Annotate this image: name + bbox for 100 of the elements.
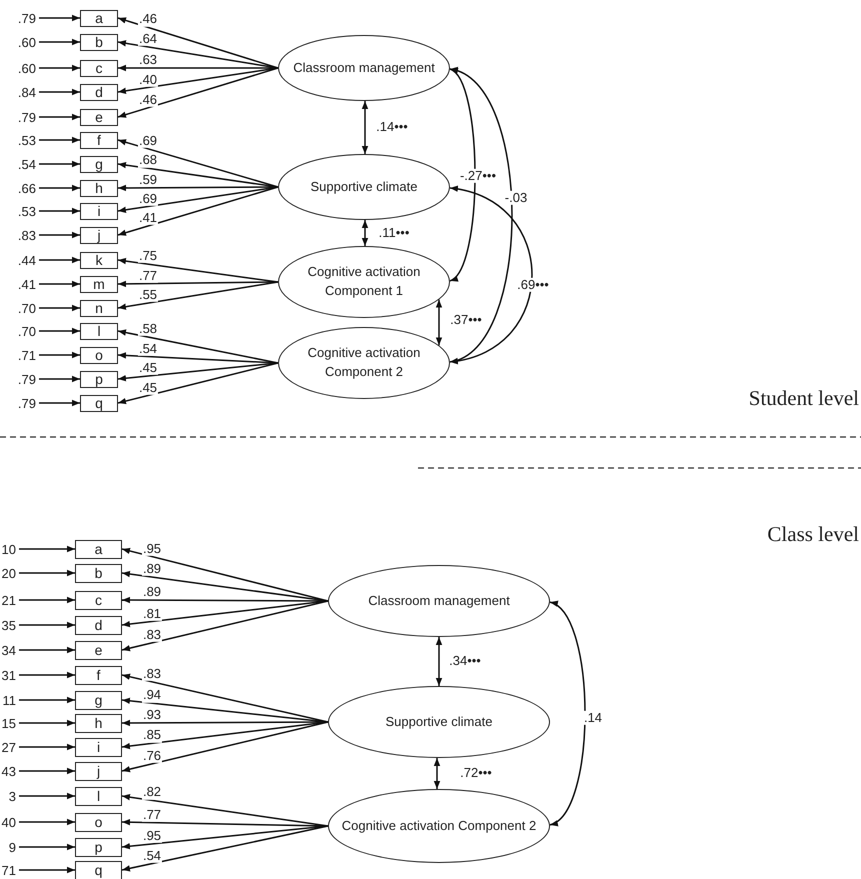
indicator-box [80, 132, 118, 148]
indicator-label: b [95, 34, 103, 50]
indicator-label: g [94, 692, 102, 708]
edge-label: .63 [138, 52, 158, 68]
arrow [118, 67, 278, 118]
arrow [118, 362, 278, 404]
indicator-box [75, 616, 122, 634]
indicator-label: c [95, 592, 102, 608]
edge-label: .95 [142, 541, 162, 556]
edge-label: .69••• [516, 278, 550, 292]
indicator-label: n [95, 300, 103, 316]
level-label: Class level [767, 522, 859, 547]
arrow [39, 88, 80, 96]
variance-value: .79 [18, 110, 36, 124]
indicator-label: q [94, 862, 102, 878]
edge-label: .54 [142, 848, 162, 863]
indicator-label: p [95, 371, 103, 387]
edge-label: .55 [138, 288, 158, 302]
edge-label: .89 [142, 585, 162, 600]
latent-name: Classroom management [293, 58, 435, 77]
edge-label: .93 [142, 708, 162, 722]
indicator-label: f [96, 667, 100, 683]
variance-value: .83 [18, 228, 36, 242]
variance-value: .84 [18, 84, 36, 100]
variance-value: 35 [2, 618, 16, 632]
edge-label: .40 [138, 72, 158, 87]
arrow [118, 186, 278, 236]
variance-value: 43 [2, 764, 16, 778]
arrow [122, 818, 328, 827]
indicator-box [80, 180, 118, 196]
arrow [19, 744, 75, 750]
indicator-label: f [97, 132, 101, 148]
variance-value: .53 [18, 204, 36, 218]
indicator-label: i [96, 739, 100, 755]
arrow [39, 114, 80, 120]
indicator-box [80, 156, 118, 172]
arrow [19, 818, 75, 826]
edge-label: .94 [142, 688, 162, 702]
indicator-label: j [97, 227, 101, 243]
variance-value: 31 [2, 668, 16, 682]
indicator-box [75, 714, 122, 732]
arrow [122, 600, 328, 652]
arrow [39, 184, 80, 192]
arrow [19, 646, 75, 654]
variance-value: 11 [2, 692, 16, 708]
indicator-label: m [93, 276, 105, 292]
variance-value: .44 [18, 252, 36, 268]
indicator-box [75, 564, 122, 582]
indicator-box [80, 300, 118, 316]
arrow [19, 570, 75, 576]
edge-label: .77 [142, 807, 162, 822]
correlation-arrow [362, 101, 368, 154]
indicator-box [80, 276, 118, 292]
arrow [19, 792, 75, 800]
indicator-box [75, 540, 122, 558]
arrow [39, 352, 80, 358]
variance-value: 10 [2, 542, 16, 556]
indicator-label: c [96, 60, 102, 76]
arrow [39, 280, 80, 288]
arrow [39, 136, 80, 144]
edge-label: .69 [138, 191, 158, 206]
indicator-box [80, 10, 118, 26]
indicator-box [75, 812, 122, 832]
variance-value: .66 [18, 180, 36, 196]
indicator-label: a [95, 10, 103, 26]
arrow [39, 64, 80, 72]
arrow [19, 596, 75, 604]
indicator-label: b [94, 565, 102, 581]
variance-value: .54 [18, 156, 36, 172]
indicator-label: e [95, 109, 103, 125]
edge-label: .46 [138, 12, 158, 27]
indicator-label: e [94, 642, 102, 658]
level-label: Student level [748, 386, 859, 411]
variance-value: .79 [18, 372, 36, 386]
indicator-box [80, 322, 118, 340]
arrow [118, 352, 278, 364]
arrow [118, 40, 278, 69]
indicator-box [80, 226, 118, 244]
indicator-label: p [94, 839, 102, 855]
edge-label: .34••• [448, 654, 482, 668]
edge-label: -.27••• [458, 168, 498, 184]
variance-value: 27 [2, 740, 16, 754]
arrow [39, 328, 80, 334]
correlation-arrow [434, 758, 440, 789]
variance-value: .79 [18, 396, 36, 410]
indicator-box [75, 738, 122, 756]
edge-label: .82 [142, 785, 162, 800]
edge-label: -.03 [504, 190, 528, 206]
arrow [122, 825, 328, 872]
edge-label: .45 [138, 360, 158, 376]
arrow [39, 160, 80, 168]
variance-value: 34 [2, 642, 16, 658]
edge-label: .46 [138, 92, 158, 107]
variance-value: 15 [2, 716, 16, 730]
variance-value: .53 [18, 132, 36, 148]
variance-value: .60 [18, 34, 36, 50]
edge-label: .81 [142, 606, 162, 621]
edge-label: .85 [142, 728, 162, 742]
indicator-box [75, 838, 122, 856]
correlation-arrow [436, 637, 442, 686]
